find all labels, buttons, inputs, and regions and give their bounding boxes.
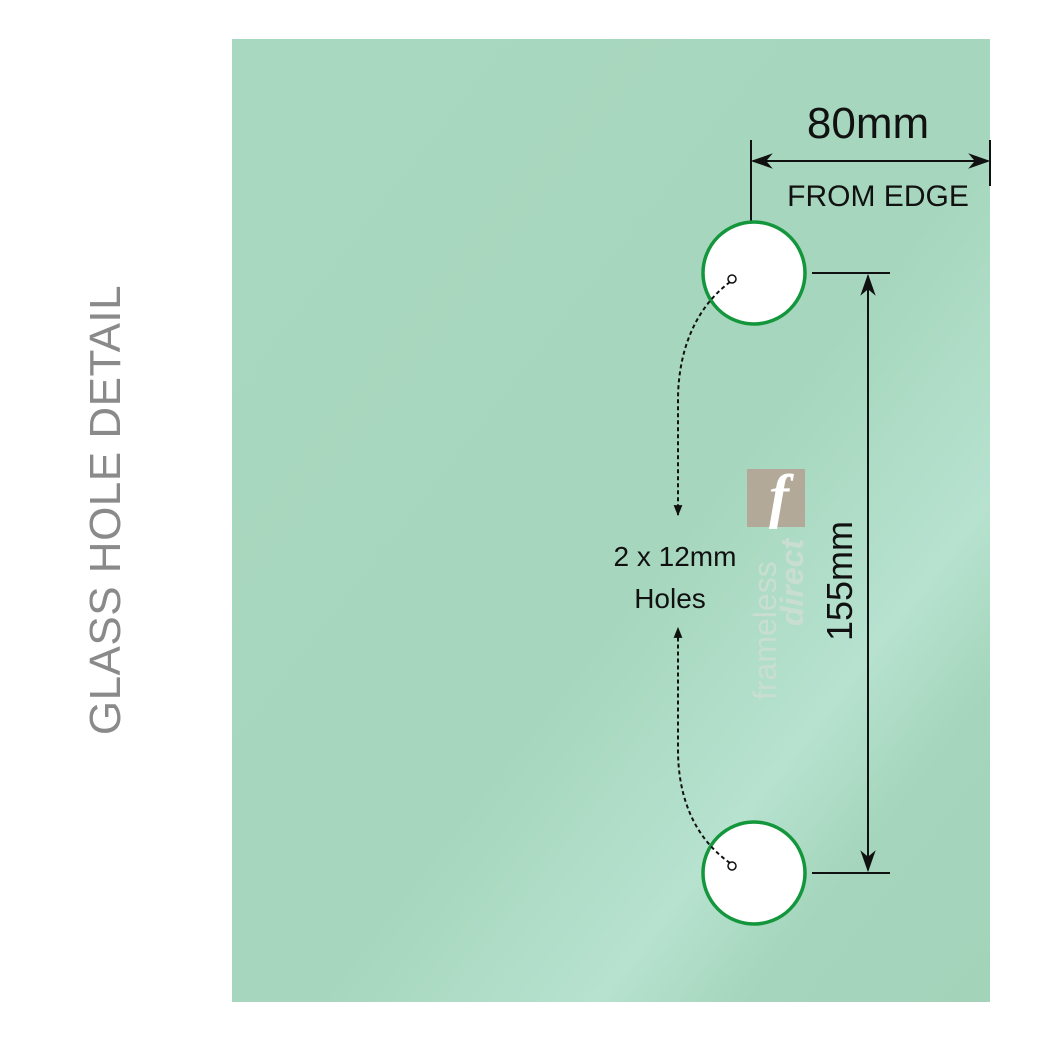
logo-word-direct: direct <box>774 538 810 626</box>
spacing-dimension: 155mm <box>812 272 890 874</box>
hole-top-center-point <box>727 274 737 284</box>
spacing-dimension-label: 155mm <box>819 521 860 641</box>
logo-mark <box>747 469 805 527</box>
hole-note: 2 x 12mm Holes <box>614 541 737 614</box>
leader-top <box>673 281 731 517</box>
leader-lines <box>673 281 731 864</box>
edge-note-label: FROM EDGE <box>787 180 969 213</box>
holes <box>701 220 807 926</box>
hole-top <box>701 220 807 326</box>
hole-type-label: Holes <box>634 583 706 614</box>
hole-bottom-center-point <box>727 861 737 871</box>
logo-word-frameless: frameless <box>747 561 783 700</box>
logo: f frameless direct <box>747 463 810 700</box>
hole-bottom <box>701 820 807 926</box>
edge-dimension-label: 80mm <box>807 99 929 148</box>
hole-count-label: 2 x 12mm <box>614 541 737 572</box>
edge-dimension: 80mm FROM EDGE <box>750 99 991 222</box>
leader-bottom <box>673 626 731 864</box>
